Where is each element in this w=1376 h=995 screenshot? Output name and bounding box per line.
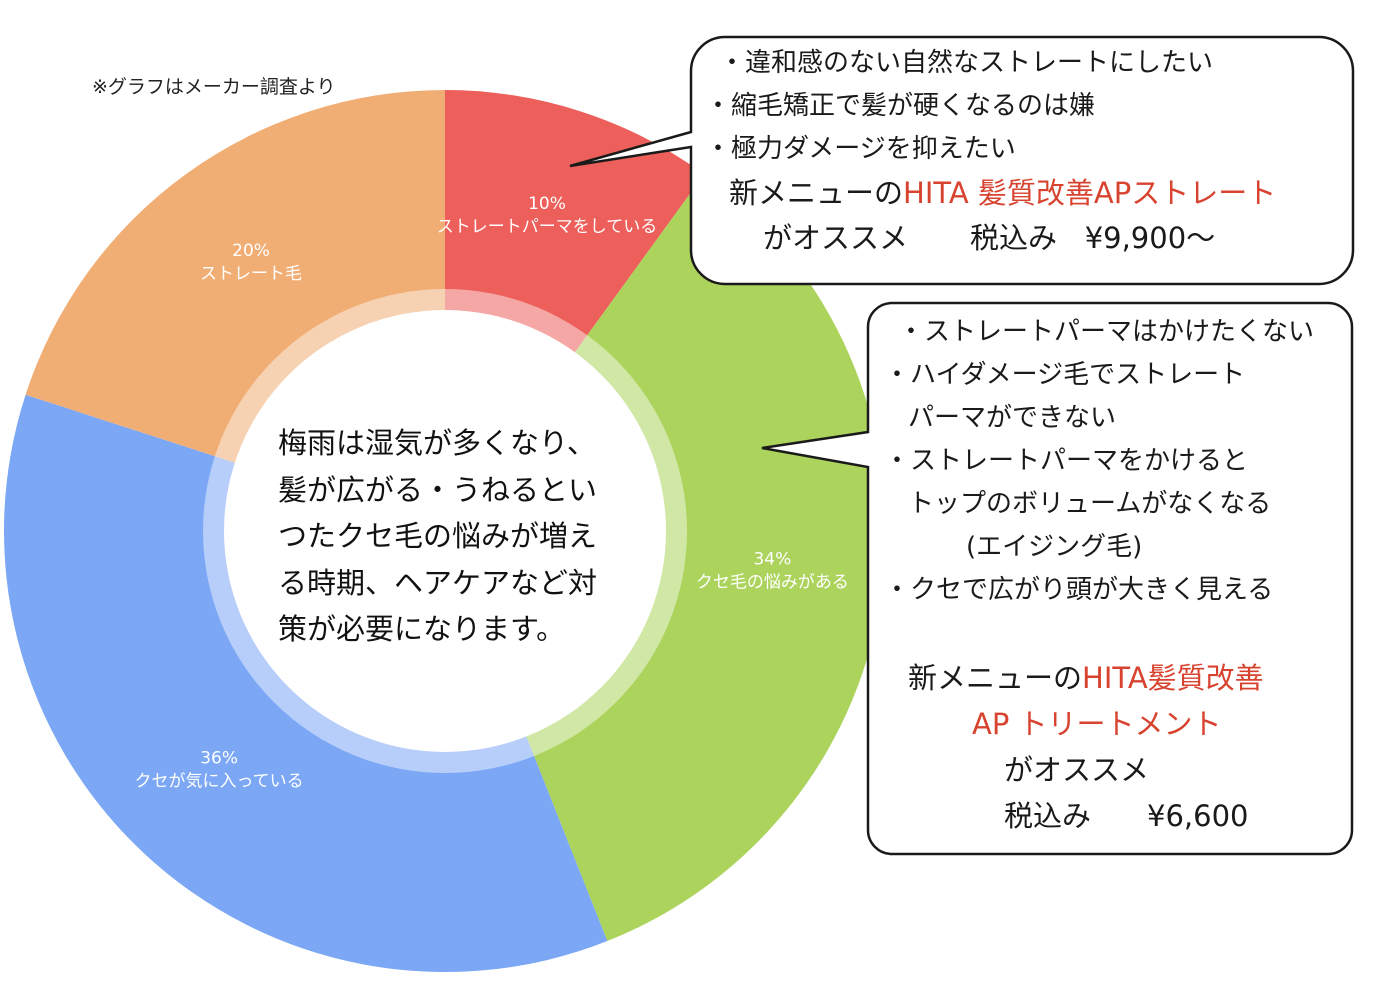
price-value: ¥9,900〜: [1084, 221, 1216, 255]
center-line: 梅雨は湿気が多くなり、: [278, 426, 596, 460]
callout-1-bubble: [569, 35, 1355, 286]
callout-1-bullet: ・縮毛矯正で髪が硬くなるのは嫌: [705, 91, 1096, 121]
recommend-text: がオススメ: [763, 221, 909, 255]
callout-1-menu: 新メニューのHITA 髪質改善APストレート: [705, 171, 1276, 216]
center-message: 梅雨は湿気が多くなり、 髪が広がる・うねるとい つたクセ毛の悩みが増え る時期、…: [278, 420, 638, 653]
callout-2-bullet: (エイジング毛): [966, 532, 1143, 562]
callout-2-bullet: トップのボリュームがなくなる: [908, 489, 1272, 519]
menu-prefix: 新メニューの: [908, 661, 1083, 695]
menu-name: HITA髪質改善: [1082, 661, 1264, 695]
callout-2-bubble: [761, 301, 1354, 856]
price-label: 税込み: [1004, 799, 1092, 833]
slice-category-label: クセ毛の悩みがある: [696, 572, 849, 592]
callout-1-bullet: ・違和感のない自然なストレートにしたい: [719, 48, 1214, 78]
slice-category-label: クセが気に入っている: [135, 772, 304, 792]
donut-slice: [445, 174, 887, 942]
center-line: つたクセ毛の悩みが増え: [278, 519, 598, 553]
source-note: ※グラフはメーカー調査より: [92, 76, 336, 98]
callout-2-bullet: パーマができない: [908, 403, 1117, 433]
price-label: 税込み: [970, 221, 1058, 255]
slice-category-label: ストレートパーマをしている: [437, 217, 658, 237]
slice-percent-label: 34%: [753, 549, 791, 569]
callout-2-bullet: ・ハイダメージ毛でストレート: [884, 360, 1246, 390]
slice-percent-label: 10%: [528, 194, 566, 214]
center-line: る時期、ヘアケアなど対: [278, 565, 598, 600]
callout-2-bullet: ・ストレートパーマをかけると: [884, 446, 1249, 476]
callout-2-recommend: がオススメ: [1004, 753, 1150, 787]
slice-labels: 10% ストレートパーマをしている 34% クセ毛の悩みがある 36% クセが気に入ってい…: [135, 194, 849, 791]
center-line: 髪が広がる・うねるとい: [278, 472, 598, 507]
menu-prefix: 新メニューの: [729, 176, 904, 210]
callout-1-bullet: ・極力ダメージを抑えたい: [705, 134, 1016, 164]
callout-2-text: ・ストレートパーマはかけたくない ・ハイダメージ毛でストレート パーマができない…: [884, 311, 1314, 839]
slice-percent-label: 36%: [200, 749, 238, 769]
callout-2-price-line: 税込み ¥6,600: [884, 793, 1314, 839]
callout-2-bullet: ・クセで広がり頭が大きく見える: [884, 575, 1274, 605]
slice-category-label: ストレート毛: [200, 264, 302, 284]
price-value: ¥6,600: [1147, 799, 1249, 833]
donut-hole: [224, 310, 666, 752]
callout-2-menu: 新メニューのHITA髪質改善: [884, 655, 1314, 701]
callout-1-price-line: がオススメ 税込み ¥9,900〜: [705, 216, 1276, 261]
callout-1-text: ・違和感のない自然なストレートにしたい ・縮毛矯正で髪が硬くなるのは嫌 ・極力ダ…: [705, 42, 1276, 261]
center-line: 策が必要になります。: [278, 612, 566, 646]
menu-name: HITA 髪質改善APストレート: [903, 176, 1277, 210]
slice-percent-label: 20%: [232, 241, 270, 261]
callout-2-bullet: ・ストレートパーマはかけたくない: [898, 317, 1315, 347]
callout-2-menu-2: AP トリートメント: [972, 707, 1222, 741]
